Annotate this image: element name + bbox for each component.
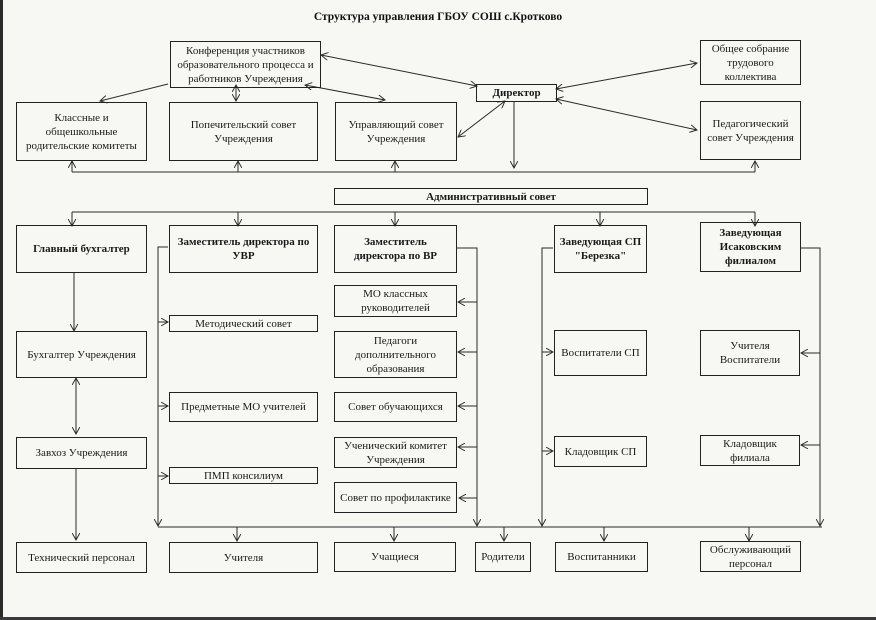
node-student-council: Совет обучающихся bbox=[334, 392, 457, 422]
node-pupils: Воспитанники bbox=[555, 542, 648, 572]
scan-edge-bottom bbox=[0, 617, 876, 620]
node-governing-council: Управляющий совет Учреждения bbox=[335, 102, 457, 161]
connector-34 bbox=[541, 247, 553, 524]
node-class-committees: Классные и общешкольные родительские ком… bbox=[16, 102, 147, 161]
node-methodical-council: Методический совет bbox=[169, 315, 318, 332]
page-title: Структура управления ГБОУ СОШ с.Кротково bbox=[313, 11, 563, 23]
node-supply-manager: Завхоз Учреждения bbox=[16, 437, 147, 469]
link-director-general-meeting bbox=[556, 63, 697, 89]
node-additional-teachers: Педагоги дополнительного образования bbox=[334, 331, 457, 378]
link-conference-class-committees bbox=[100, 83, 169, 101]
connector-27 bbox=[456, 247, 478, 524]
node-trustee-council: Попечительский совет Учреждения bbox=[169, 102, 318, 161]
node-deputy-uvr: Заместитель директора по УВР bbox=[169, 225, 318, 273]
node-students: Учащиеся bbox=[334, 542, 456, 572]
node-mo-class-leaders: МО классных руководителей bbox=[334, 285, 457, 317]
node-chief-accountant: Главный бухгалтер bbox=[16, 225, 147, 273]
node-head-branch: Заведующая Исаковским филиалом bbox=[700, 222, 801, 272]
node-pedagogical-council: Педагогический совет Учреждения bbox=[700, 101, 801, 160]
connector-38 bbox=[800, 247, 821, 524]
node-conference: Конференция участников образовательного … bbox=[170, 41, 321, 88]
node-branch-teachers: Учителя Воспитатели bbox=[700, 330, 800, 376]
node-teachers: Учителя bbox=[169, 542, 318, 573]
node-accountant: Бухгалтер Учреждения bbox=[16, 331, 147, 378]
node-general-meeting: Общее собрание трудового коллектива bbox=[700, 40, 801, 85]
node-service-staff: Обслуживающий персонал bbox=[700, 541, 801, 572]
node-student-committee: Ученический комитет Учреждения bbox=[334, 437, 457, 468]
node-tech-staff: Технический персонал bbox=[16, 542, 147, 573]
node-head-sp: Заведующая СП "Березка" bbox=[554, 225, 647, 273]
node-subject-mo: Предметные МО учителей bbox=[169, 392, 318, 422]
node-branch-storekeeper: Кладовщик филиала bbox=[700, 435, 800, 466]
node-pmp-council: ПМП консилиум bbox=[169, 467, 318, 484]
node-admin-council: Административный совет bbox=[334, 188, 648, 205]
connector-22 bbox=[157, 246, 168, 524]
node-prevention-council: Совет по профилактике bbox=[334, 482, 457, 513]
node-parents: Родители bbox=[475, 542, 531, 572]
node-deputy-vr: Заместитель директора по ВР bbox=[334, 225, 457, 273]
node-sp-storekeeper: Кладовщик СП bbox=[554, 436, 647, 467]
link-director-conference bbox=[321, 55, 477, 86]
scan-edge-left bbox=[0, 0, 3, 620]
node-director: Директор bbox=[476, 84, 557, 102]
link-director-pedagogical bbox=[556, 99, 697, 130]
node-sp-educators: Воспитатели СП bbox=[554, 330, 647, 376]
link-director-governing bbox=[458, 101, 505, 137]
